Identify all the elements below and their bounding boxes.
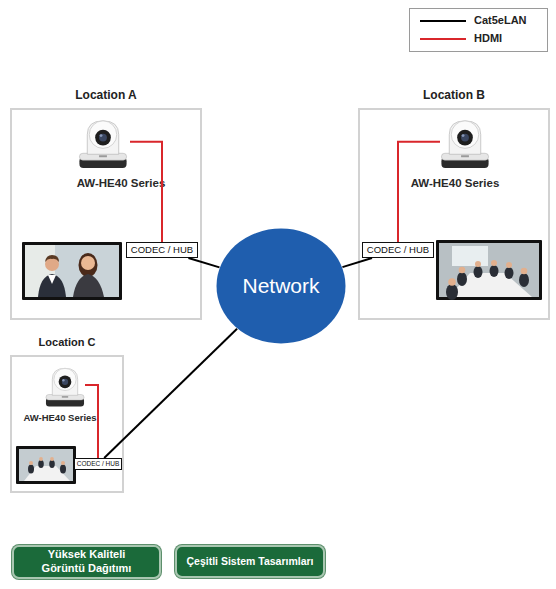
legend-sample	[416, 13, 468, 29]
meeting-table	[449, 273, 532, 297]
codec-label: CODEC / HUB	[77, 461, 120, 468]
legend-row: Cat5eLAN	[410, 13, 547, 29]
network-ellipse	[217, 229, 346, 344]
link-button: Çeşitli Sistem Tasarımları	[175, 545, 325, 578]
camera-model-label: AW-HE40 Series	[411, 177, 500, 189]
camera-model-label: AW-HE40 Series	[77, 177, 166, 189]
legend-label: Cat5eLAN	[474, 14, 527, 26]
meeting-heads	[448, 260, 527, 286]
person-body	[519, 273, 529, 287]
person-body	[446, 284, 458, 300]
meeting-people	[28, 460, 66, 474]
person-head	[491, 260, 497, 266]
ptz-camera	[79, 121, 126, 168]
location-heading: Location C	[12, 336, 122, 348]
ptz-camera-unit: AW-HE40 Series	[45, 362, 85, 424]
meeting-heads	[29, 457, 65, 465]
ptz-camera-unit: AW-HE40 Series	[440, 113, 492, 191]
location-box: Location CAW-HE40 SeriesCODEC / HUB	[10, 355, 124, 493]
lan-cable	[104, 329, 237, 458]
screen-wall	[19, 449, 73, 481]
ptz-camera-unit: AW-HE40 Series	[78, 113, 130, 191]
person-head	[475, 261, 481, 267]
codec-label: CODEC / HUB	[367, 245, 429, 255]
person-body	[60, 465, 66, 474]
person-head	[39, 457, 43, 461]
person-body	[49, 460, 55, 468]
location-heading: Location A	[12, 88, 200, 102]
codec-hub-box: CODEC / HUB	[74, 458, 122, 470]
monitor-screen	[22, 242, 122, 300]
screen-wall	[25, 245, 119, 297]
button-label: Yüksek Kaliteli Görüntü Dağıtımı	[36, 548, 137, 576]
person-body	[73, 274, 104, 297]
hdmi-cable	[130, 142, 162, 242]
person-head	[448, 278, 456, 286]
lan-cable	[188, 258, 219, 267]
legend-row: HDMI	[410, 31, 547, 47]
camera-model-label: AW-HE40 Series	[23, 412, 96, 423]
person-head	[506, 262, 512, 268]
person-hair	[45, 255, 59, 262]
codec-hub-box: CODEC / HUB	[126, 242, 198, 258]
button-label: Çeşitli Sistem Tasarımları	[186, 555, 313, 568]
ptz-camera	[46, 368, 84, 406]
meeting-people	[446, 265, 529, 300]
codec-label: CODEC / HUB	[131, 245, 193, 255]
person-head	[61, 461, 65, 465]
link-button: Yüksek Kaliteli Görüntü Dağıtımı	[12, 545, 161, 579]
person-hair	[79, 253, 98, 277]
legend-line-sample	[420, 38, 466, 40]
legend-label: HDMI	[474, 32, 502, 44]
person-head	[29, 461, 33, 465]
monitor-frame	[16, 446, 76, 484]
monitor-screen	[436, 240, 542, 300]
person-body	[28, 465, 34, 474]
person-body	[38, 460, 44, 468]
location-box: Location AAW-HE40 SeriesCODEC / HUB	[10, 108, 202, 320]
monitor-frame	[22, 242, 122, 300]
person-head	[521, 268, 528, 275]
person-head	[81, 256, 95, 270]
person-body	[474, 266, 483, 278]
person-body	[457, 272, 467, 286]
screen-window	[452, 246, 488, 266]
hdmi-cable	[398, 142, 440, 242]
person-body	[505, 267, 514, 279]
legend-sample	[416, 31, 468, 47]
person-body	[38, 274, 66, 297]
person-head	[50, 457, 54, 461]
lan-cable	[342, 258, 372, 267]
person-shirt	[48, 275, 56, 284]
network-cloud: Network	[216, 228, 346, 344]
monitor-screen	[16, 446, 76, 484]
network-label: Network	[242, 274, 319, 298]
legend-box: Cat5eLAN HDMI	[409, 8, 548, 52]
person-head	[459, 267, 466, 274]
legend-line-sample	[420, 20, 466, 22]
monitor-frame	[436, 240, 542, 300]
codec-hub-box: CODEC / HUB	[362, 242, 434, 258]
location-heading: Location B	[360, 88, 548, 102]
person-body	[490, 265, 499, 277]
location-box: Location BAW-HE40 SeriesCODEC / HUB	[358, 108, 550, 320]
hdmi-cable	[85, 385, 98, 458]
ptz-camera	[441, 121, 488, 168]
